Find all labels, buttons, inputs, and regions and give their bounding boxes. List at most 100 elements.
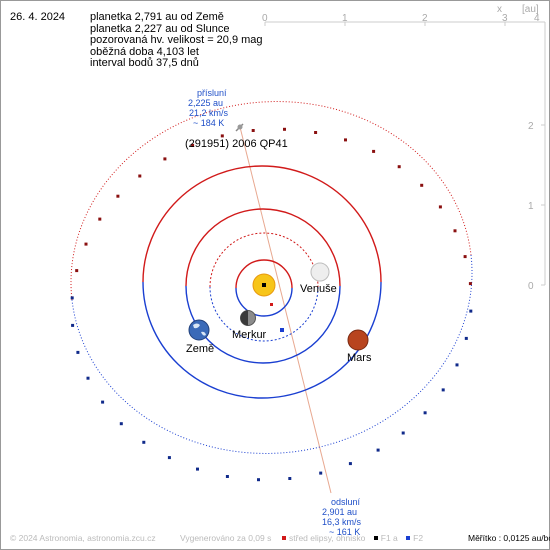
sun bbox=[252, 273, 276, 297]
asteroid-position-mark bbox=[441, 388, 445, 392]
asteroid-position-mark bbox=[401, 431, 405, 435]
aphelion-distance: 2,901 au bbox=[322, 507, 357, 517]
period-line: oběžná doba 4,103 let bbox=[90, 45, 199, 58]
asteroid-position-mark bbox=[116, 194, 120, 198]
asteroid-position-mark bbox=[101, 400, 105, 404]
mars-disc bbox=[347, 329, 369, 351]
sun-distance-line: planetka 2,227 au od Slunce bbox=[90, 22, 230, 35]
asteroid-position-mark bbox=[75, 269, 79, 273]
aphelion-temperature: ~ 161 K bbox=[329, 527, 360, 537]
asteroid-name: (291951) 2006 QP41 bbox=[185, 138, 288, 150]
y-tick-label-2: 2 bbox=[528, 121, 534, 132]
earth-clouds bbox=[193, 323, 206, 336]
asteroid-position-mark bbox=[453, 229, 457, 233]
x-tick-label-4: 4 bbox=[534, 13, 540, 24]
mars-orbit-below bbox=[142, 281, 382, 399]
aphelion-annotation: odsluní 2,901 au 16,3 km/s ~ 161 K bbox=[322, 497, 362, 537]
sun-focus-marker bbox=[262, 283, 266, 287]
asteroid-orbit-above bbox=[70, 101, 472, 301]
magnitude-line: pozorovaná hv. velikost = 20,9 mag bbox=[90, 34, 263, 46]
copyright: © 2024 Astronomia, astronomia.zcu.cz bbox=[10, 533, 156, 543]
x-tick-label-1: 1 bbox=[342, 13, 348, 24]
asteroid-position-mark bbox=[191, 143, 195, 147]
asteroid-position-mark bbox=[142, 440, 146, 444]
venus-orbit-below bbox=[209, 286, 319, 342]
asteroid-position-mark bbox=[163, 157, 167, 161]
asteroid-position-mark bbox=[463, 255, 467, 259]
earth-distance-line: planetka 2,791 au od Země bbox=[90, 11, 224, 23]
axes: 0 1 2 3 4 x [au] 0 1 2 bbox=[262, 4, 546, 292]
x-tick-label-2: 2 bbox=[422, 13, 428, 24]
asteroid-position-mark bbox=[283, 127, 286, 131]
asteroid-position-mark bbox=[464, 336, 468, 340]
asteroid-position-mark bbox=[376, 448, 380, 452]
asteroid-position-mark bbox=[71, 323, 75, 327]
asteroid-marker bbox=[235, 123, 244, 132]
asteroid-position-mark bbox=[468, 282, 472, 286]
y-tick-label-0: 0 bbox=[528, 281, 534, 292]
perihelion-temperature: ~ 184 K bbox=[193, 118, 224, 128]
asteroid-position-mark bbox=[423, 411, 427, 415]
asteroid-position-mark bbox=[288, 477, 292, 480]
asteroid-position-mark bbox=[344, 138, 347, 142]
date: 26. 4. 2024 bbox=[10, 11, 66, 23]
earth: Země bbox=[186, 319, 214, 355]
x-tick-label-0: 0 bbox=[262, 13, 268, 24]
planet-orbits bbox=[142, 165, 382, 399]
asteroid-position-mark bbox=[220, 134, 224, 138]
asteroid-position-mark bbox=[76, 350, 80, 354]
asteroid-position-mark bbox=[438, 205, 442, 209]
earth-disc bbox=[188, 319, 210, 341]
asteroid-position-mark bbox=[397, 165, 401, 169]
asteroid-position-mark bbox=[84, 242, 88, 246]
scale-label: Měřítko : 0,0125 au/bod bbox=[468, 533, 550, 543]
venus-orbit-above bbox=[209, 232, 319, 288]
perihelion-title: přísluní bbox=[197, 88, 227, 98]
venus: Venuše bbox=[300, 262, 337, 295]
legend-f1-swatch bbox=[373, 536, 378, 541]
unit-label: [au] bbox=[522, 4, 539, 15]
venus-disc bbox=[310, 262, 330, 282]
earth-orbit-above bbox=[185, 208, 341, 287]
asteroid-position-mark bbox=[257, 478, 260, 482]
legend-f2-label: F2 bbox=[413, 533, 424, 543]
venus-label: Venuše bbox=[300, 283, 337, 295]
earth-label: Země bbox=[186, 343, 214, 355]
ellipse-centre-marker bbox=[270, 303, 273, 306]
asteroid-position-marks bbox=[70, 127, 473, 482]
focus-f2-marker bbox=[280, 328, 284, 332]
apsis-line bbox=[239, 126, 332, 494]
legend: střed elipsy, ohnisko F1 a F2 bbox=[282, 533, 423, 543]
asteroid-position-mark bbox=[348, 462, 352, 466]
mercury: Merkur bbox=[232, 310, 267, 341]
asteroid-position-mark bbox=[455, 363, 459, 367]
asteroid-position-mark bbox=[469, 309, 473, 313]
asteroid-position-mark bbox=[372, 149, 376, 153]
mercury-label: Merkur bbox=[232, 329, 267, 341]
info-lines: planetka 2,791 au od Země planetka 2,227… bbox=[90, 11, 263, 70]
legend-centre-label: střed elipsy, ohnisko bbox=[289, 533, 366, 543]
x-axis-label: x bbox=[497, 4, 502, 15]
mars-label: Mars bbox=[347, 352, 372, 364]
x-tick-label-3: 3 bbox=[502, 13, 508, 24]
asteroid-position-mark bbox=[225, 475, 229, 478]
earth-orbit-below bbox=[185, 285, 341, 364]
asteroid-position-mark bbox=[196, 467, 199, 471]
asteroid-position-mark bbox=[314, 131, 318, 134]
asteroid-position-mark bbox=[70, 296, 74, 300]
asteroid-position-mark bbox=[86, 376, 90, 380]
asteroid-position-mark bbox=[138, 174, 142, 178]
mars: Mars bbox=[347, 329, 372, 364]
mercury-shadow bbox=[240, 310, 248, 326]
asteroid-position-mark bbox=[420, 183, 424, 187]
perihelion-annotation: přísluní 2,225 au 21,2 km/s ~ 184 K bbox=[188, 88, 229, 128]
asteroid-position-mark bbox=[251, 129, 255, 132]
asteroid-orbit bbox=[70, 101, 473, 482]
aphelion-title: odsluní bbox=[331, 497, 361, 507]
perihelion-speed: 21,2 km/s bbox=[189, 108, 229, 118]
asteroid-dot bbox=[237, 124, 243, 130]
mars-orbit-above bbox=[142, 165, 382, 283]
aphelion-speed: 16,3 km/s bbox=[322, 517, 362, 527]
